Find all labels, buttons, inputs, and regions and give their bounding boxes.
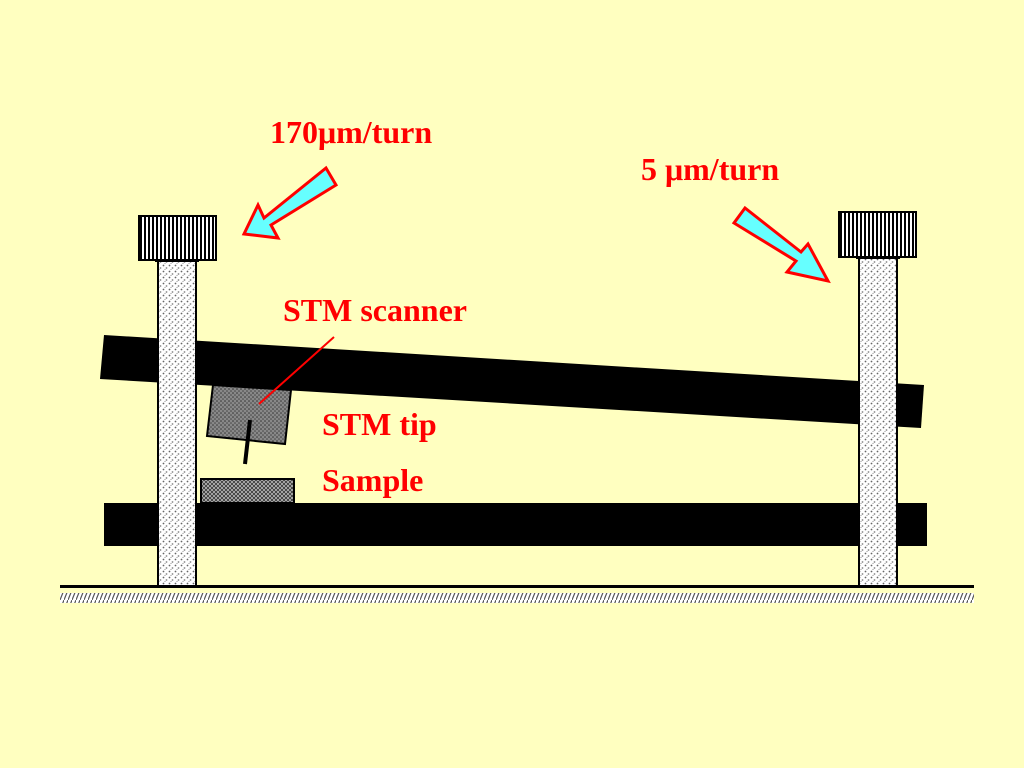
stm-scanner-label: STM scanner [283, 292, 467, 328]
fine-pitch-label: 5 μm/turn [641, 151, 779, 187]
stm-scanner-block [205, 383, 293, 446]
scanner-leader-line [258, 336, 335, 405]
bottom-beam [104, 503, 927, 546]
arrow-icon [731, 205, 831, 284]
left-screw-shaft [157, 258, 197, 587]
top-beam [100, 335, 924, 428]
arrow-icon [241, 165, 339, 240]
sample-label: Sample [322, 462, 423, 498]
screw-head-icon [838, 211, 917, 258]
ground-hatch [60, 593, 974, 603]
stm-tip-label: STM tip [322, 406, 437, 442]
left-screw [138, 215, 217, 587]
sample-block [200, 478, 295, 504]
screw-head-icon [138, 215, 217, 261]
stm-tip [243, 419, 252, 465]
coarse-pitch-label: 170μm/turn [270, 114, 432, 150]
ground-line [60, 585, 974, 588]
right-screw-shaft [858, 255, 898, 587]
right-screw [838, 211, 917, 587]
